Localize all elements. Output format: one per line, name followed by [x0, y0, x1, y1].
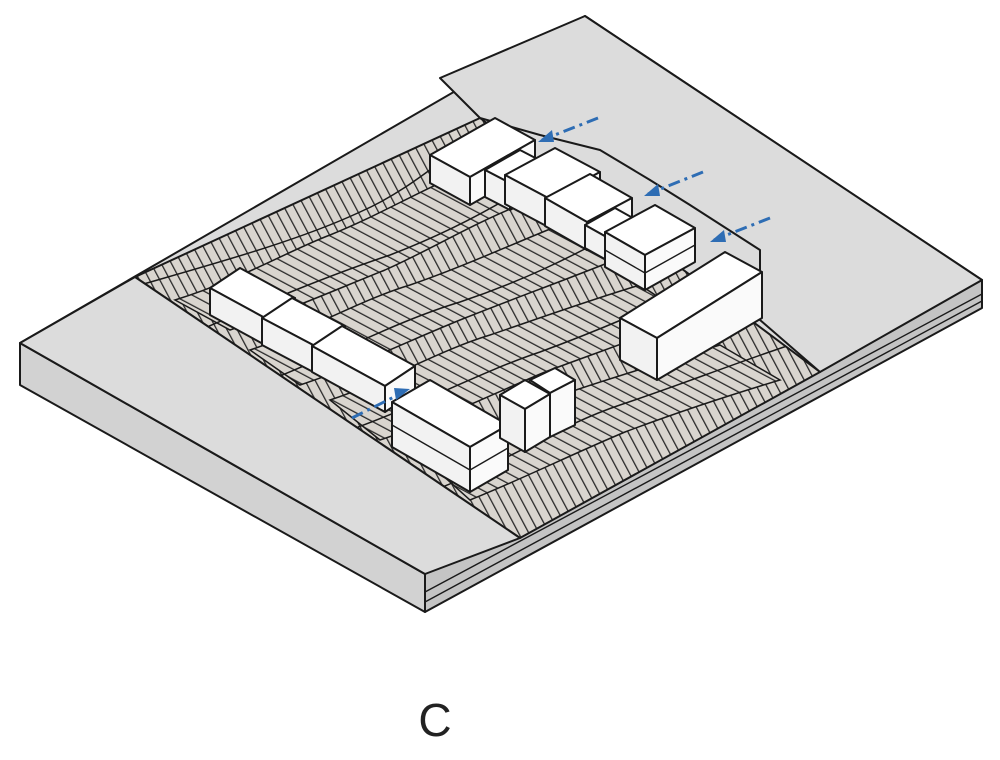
slab-layer-line — [424, 300, 983, 603]
dashed-arrow-icon — [644, 170, 704, 196]
site-axonometric-diagram — [19, 15, 983, 613]
building-block — [311, 325, 416, 413]
dashed-arrow-icon — [351, 388, 410, 420]
figure-caption: C — [418, 694, 452, 746]
flow-arrows — [351, 116, 771, 420]
slab-layer-line — [424, 293, 983, 593]
plaza-surface-left — [19, 276, 521, 575]
paved-plaza-right — [439, 15, 983, 373]
building-block — [604, 204, 696, 291]
dashed-arrow-icon — [710, 216, 771, 242]
diagram-canvas — [19, 15, 983, 613]
building-block — [499, 379, 551, 453]
paved-plaza-left — [19, 276, 521, 575]
dashed-arrow-icon — [538, 116, 599, 142]
building-block-tall — [619, 251, 763, 381]
building-block — [529, 367, 576, 438]
plaza-surface — [439, 15, 983, 373]
